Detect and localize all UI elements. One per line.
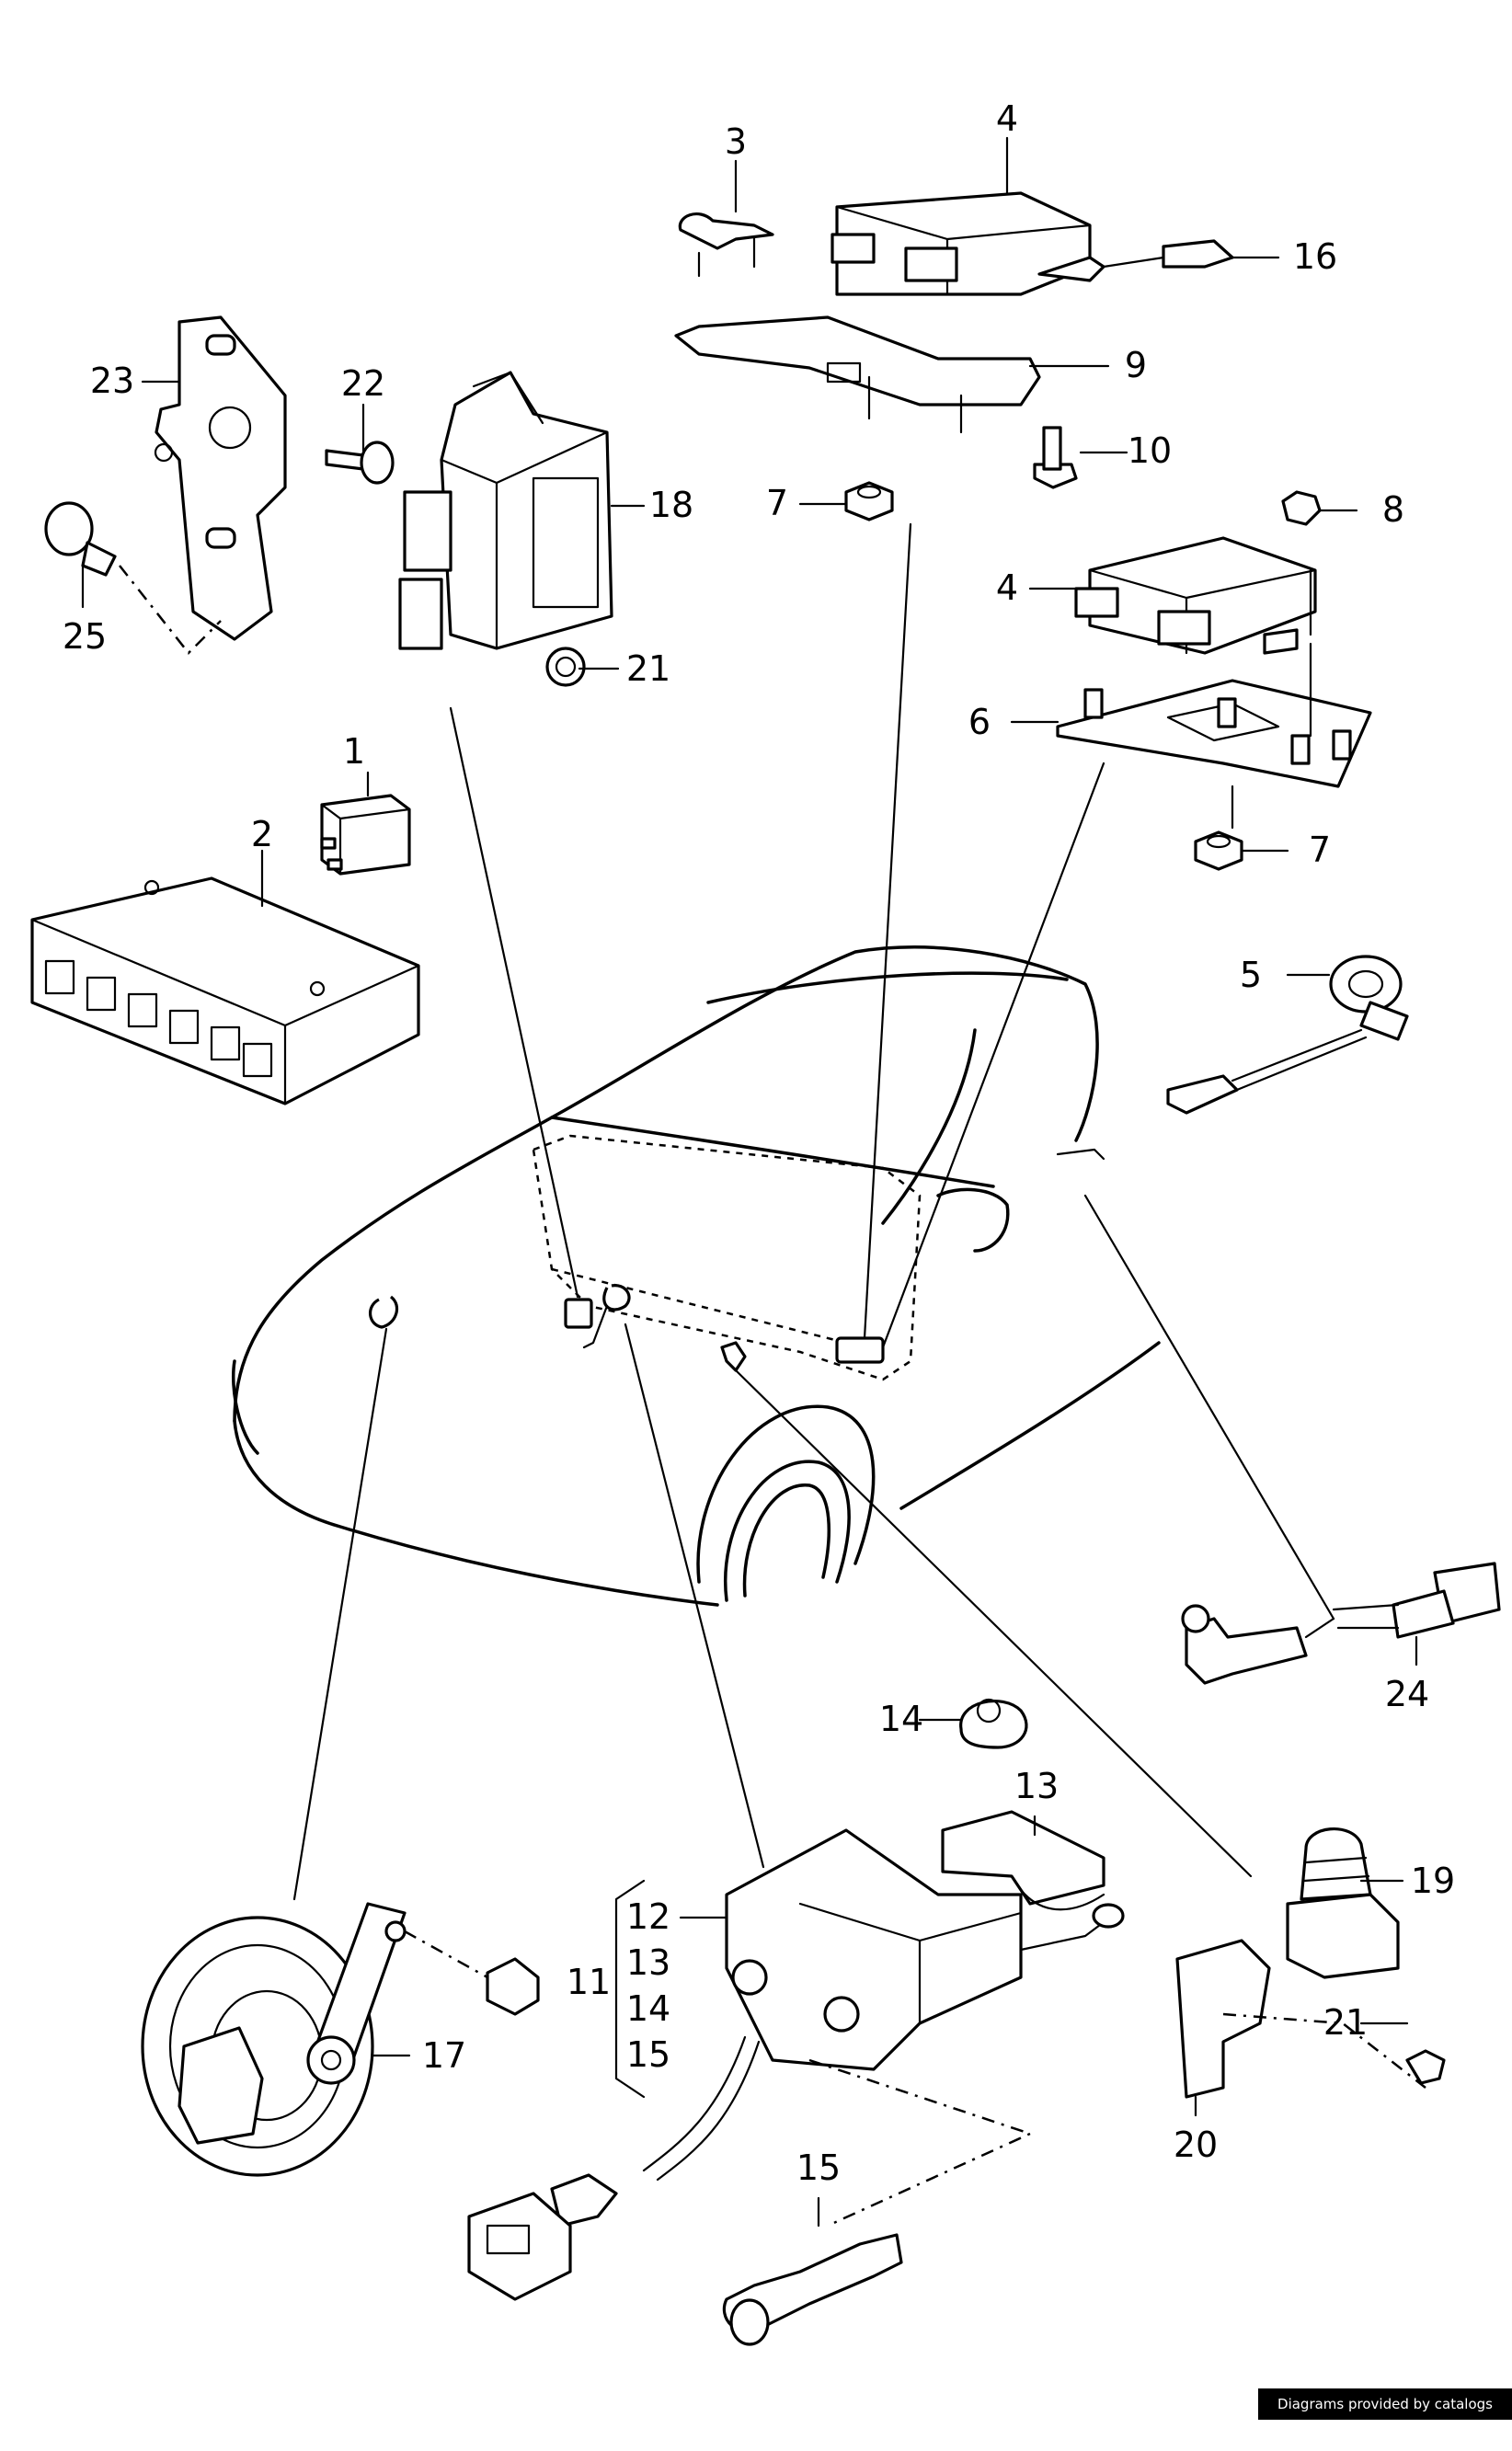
callout-14-list: 14 xyxy=(626,1988,670,2029)
callout-7-upper: 7 xyxy=(766,483,788,523)
part-4-control-unit-upper xyxy=(830,191,1092,296)
callout-12: 12 xyxy=(626,1896,670,1937)
callout-3: 3 xyxy=(725,121,747,162)
car-outline xyxy=(231,945,1161,1607)
callout-4-lower: 4 xyxy=(996,567,1018,608)
callout-17: 17 xyxy=(422,2035,466,2076)
part-18-control-unit xyxy=(398,371,613,650)
part-2-relay-carrier xyxy=(30,876,420,1105)
callout-15-list: 15 xyxy=(626,2034,670,2075)
part-24-connector xyxy=(1181,1562,1501,1685)
callout-10: 10 xyxy=(1128,430,1172,471)
callout-8: 8 xyxy=(1382,489,1404,530)
callout-1: 1 xyxy=(343,731,365,772)
callout-21-lower: 21 xyxy=(1323,2002,1368,2043)
callout-7-lower: 7 xyxy=(1309,830,1331,870)
part-14-grommet xyxy=(959,1698,1028,1749)
callout-19: 19 xyxy=(1411,1861,1455,1901)
callout-23: 23 xyxy=(90,361,134,401)
callout-11: 11 xyxy=(567,1962,611,2002)
callout-2: 2 xyxy=(251,814,273,854)
callout-9: 9 xyxy=(1125,345,1147,385)
part-25-clip xyxy=(44,501,222,655)
part-8-nut xyxy=(1281,490,1322,526)
callout-4-upper: 4 xyxy=(996,98,1018,139)
callout-22: 22 xyxy=(341,363,385,404)
part-15-bolt xyxy=(722,2058,1034,2346)
part-7-nut-lower xyxy=(1194,785,1243,871)
part-12-sensor-unit xyxy=(467,1828,1023,2301)
part-1-relay xyxy=(320,794,411,876)
callout-18: 18 xyxy=(649,485,693,525)
callout-16: 16 xyxy=(1293,236,1337,277)
part-4-control-unit-lower xyxy=(1074,536,1317,655)
part-22-screw xyxy=(325,441,395,485)
callout-13: 13 xyxy=(1014,1766,1059,1806)
callout-20: 20 xyxy=(1174,2125,1218,2165)
callout-5: 5 xyxy=(1240,955,1262,995)
part-3-clip xyxy=(678,212,774,278)
callout-24: 24 xyxy=(1385,1674,1429,1714)
callout-13-list: 13 xyxy=(626,1942,670,1983)
part-23-bracket xyxy=(154,315,287,641)
part-5-sensor xyxy=(1166,955,1409,1115)
part-13-strap xyxy=(941,1810,1125,1952)
part-6-bracket-plate xyxy=(1056,642,1372,788)
callout-21-upper: 21 xyxy=(626,648,670,689)
part-21-nut-upper xyxy=(545,647,586,687)
callout-14: 14 xyxy=(879,1699,923,1739)
part-20-bracket xyxy=(1175,1939,1446,2099)
part-19-switch xyxy=(1286,1827,1400,1979)
part-9-bracket-plate xyxy=(674,315,1041,434)
callout-leaders xyxy=(81,136,1418,2228)
part-7-nut-upper xyxy=(844,481,894,521)
callout-25: 25 xyxy=(63,616,107,657)
car-mounted-parts xyxy=(369,1148,1105,1372)
part-16-strap xyxy=(1037,239,1234,282)
leader-lines xyxy=(292,522,1335,1901)
callout-15: 15 xyxy=(796,2147,841,2188)
part-10-bolt xyxy=(1033,426,1078,489)
footer-credit: Diagrams provided by catalogs parts xyxy=(1258,2388,1512,2444)
part-17-horn xyxy=(141,1902,540,2177)
callout-6: 6 xyxy=(968,702,991,742)
callout-numbers: 1 2 3 4 4 5 6 7 7 8 9 10 11 12 13 14 15 … xyxy=(63,98,1455,2188)
